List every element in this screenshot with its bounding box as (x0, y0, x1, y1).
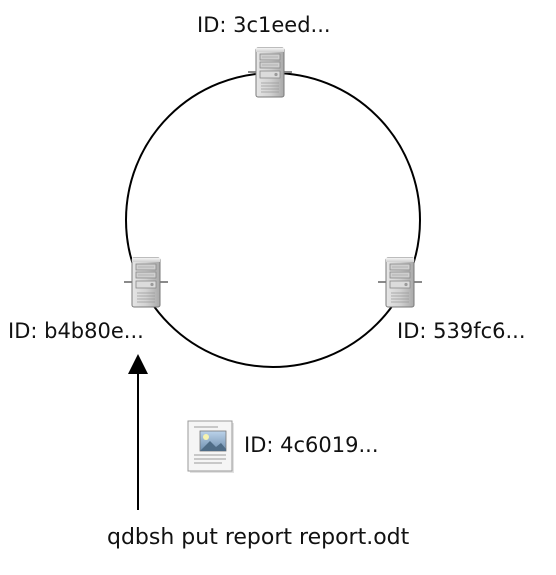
server-icon (123, 257, 169, 308)
hash-ring (125, 72, 421, 368)
document-id: ID: 4c6019... (244, 433, 379, 457)
server-icon (377, 257, 423, 308)
node-id-left: ID: b4b80e... (8, 319, 144, 343)
command-text: qdbsh put report report.odt (107, 525, 410, 550)
node-id-top: ID: 3c1eed... (197, 13, 331, 37)
node-id-right: ID: 539fc6... (397, 319, 526, 343)
server-icon (247, 47, 293, 98)
document-image-icon (187, 420, 234, 473)
